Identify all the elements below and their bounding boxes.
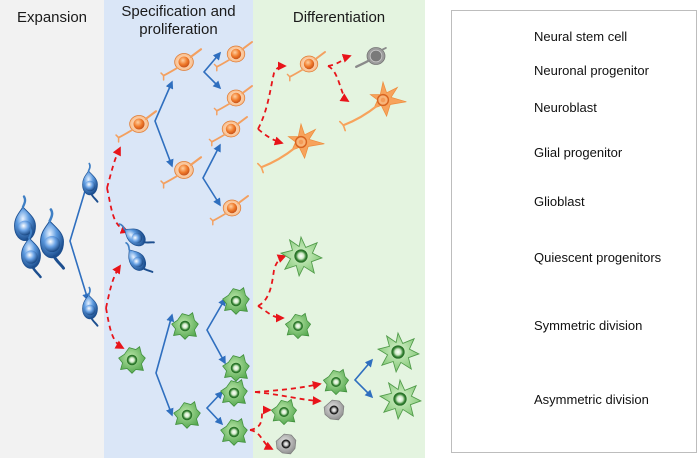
legend-label-neuronal-progenitor: Neuronal progenitor bbox=[534, 63, 649, 78]
stage-title-specification-line2: proliferation bbox=[139, 21, 218, 38]
asymmetric-arrow bbox=[254, 380, 322, 393]
symmetric-arrow bbox=[202, 143, 221, 207]
asymmetric-arrow bbox=[249, 405, 272, 431]
symmetric-arrow bbox=[69, 179, 90, 302]
stage-title-specification: Specification and proliferation bbox=[104, 3, 253, 39]
stage-title-differentiation: Differentiation bbox=[292, 9, 386, 26]
asymmetric-arrow bbox=[254, 391, 322, 406]
symmetric-arrow bbox=[353, 358, 374, 399]
legend-box bbox=[451, 10, 697, 453]
symmetric-arrow bbox=[205, 390, 224, 426]
asymmetric-arrow bbox=[105, 264, 121, 309]
asymmetric-arrow bbox=[257, 61, 287, 130]
stage-title-specification-line1: Specification and bbox=[121, 3, 236, 20]
symmetric-arrow bbox=[154, 80, 174, 168]
asymmetric-arrow bbox=[106, 146, 121, 189]
legend-label-neuroblast: Neuroblast bbox=[534, 100, 597, 115]
legend-label-neural-stem-cell: Neural stem cell bbox=[534, 29, 628, 44]
asymmetric-arrow bbox=[257, 305, 285, 323]
legend-label-glioblast: Glioblast bbox=[534, 194, 585, 209]
asymmetric-arrow bbox=[327, 54, 352, 67]
legend-label-symmetric-division: Symmetric division bbox=[534, 318, 643, 333]
legend-label-asymmetric-division: Asymmetric division bbox=[534, 392, 649, 407]
symmetric-arrow bbox=[206, 297, 226, 365]
legend-label-quiescent-progenitors: Quiescent progenitors bbox=[534, 250, 662, 265]
asymmetric-arrow bbox=[257, 254, 287, 307]
symmetric-division-arrows bbox=[69, 51, 374, 426]
legend-label-glial-progenitor: Glial progenitor bbox=[534, 145, 623, 160]
asymmetric-arrow bbox=[249, 429, 274, 450]
symmetric-arrow bbox=[202, 51, 222, 90]
asymmetric-arrow bbox=[327, 65, 350, 102]
symmetric-arrow bbox=[155, 313, 175, 417]
asymmetric-arrow bbox=[257, 128, 284, 146]
stage-title-expansion: Expansion bbox=[16, 9, 88, 26]
